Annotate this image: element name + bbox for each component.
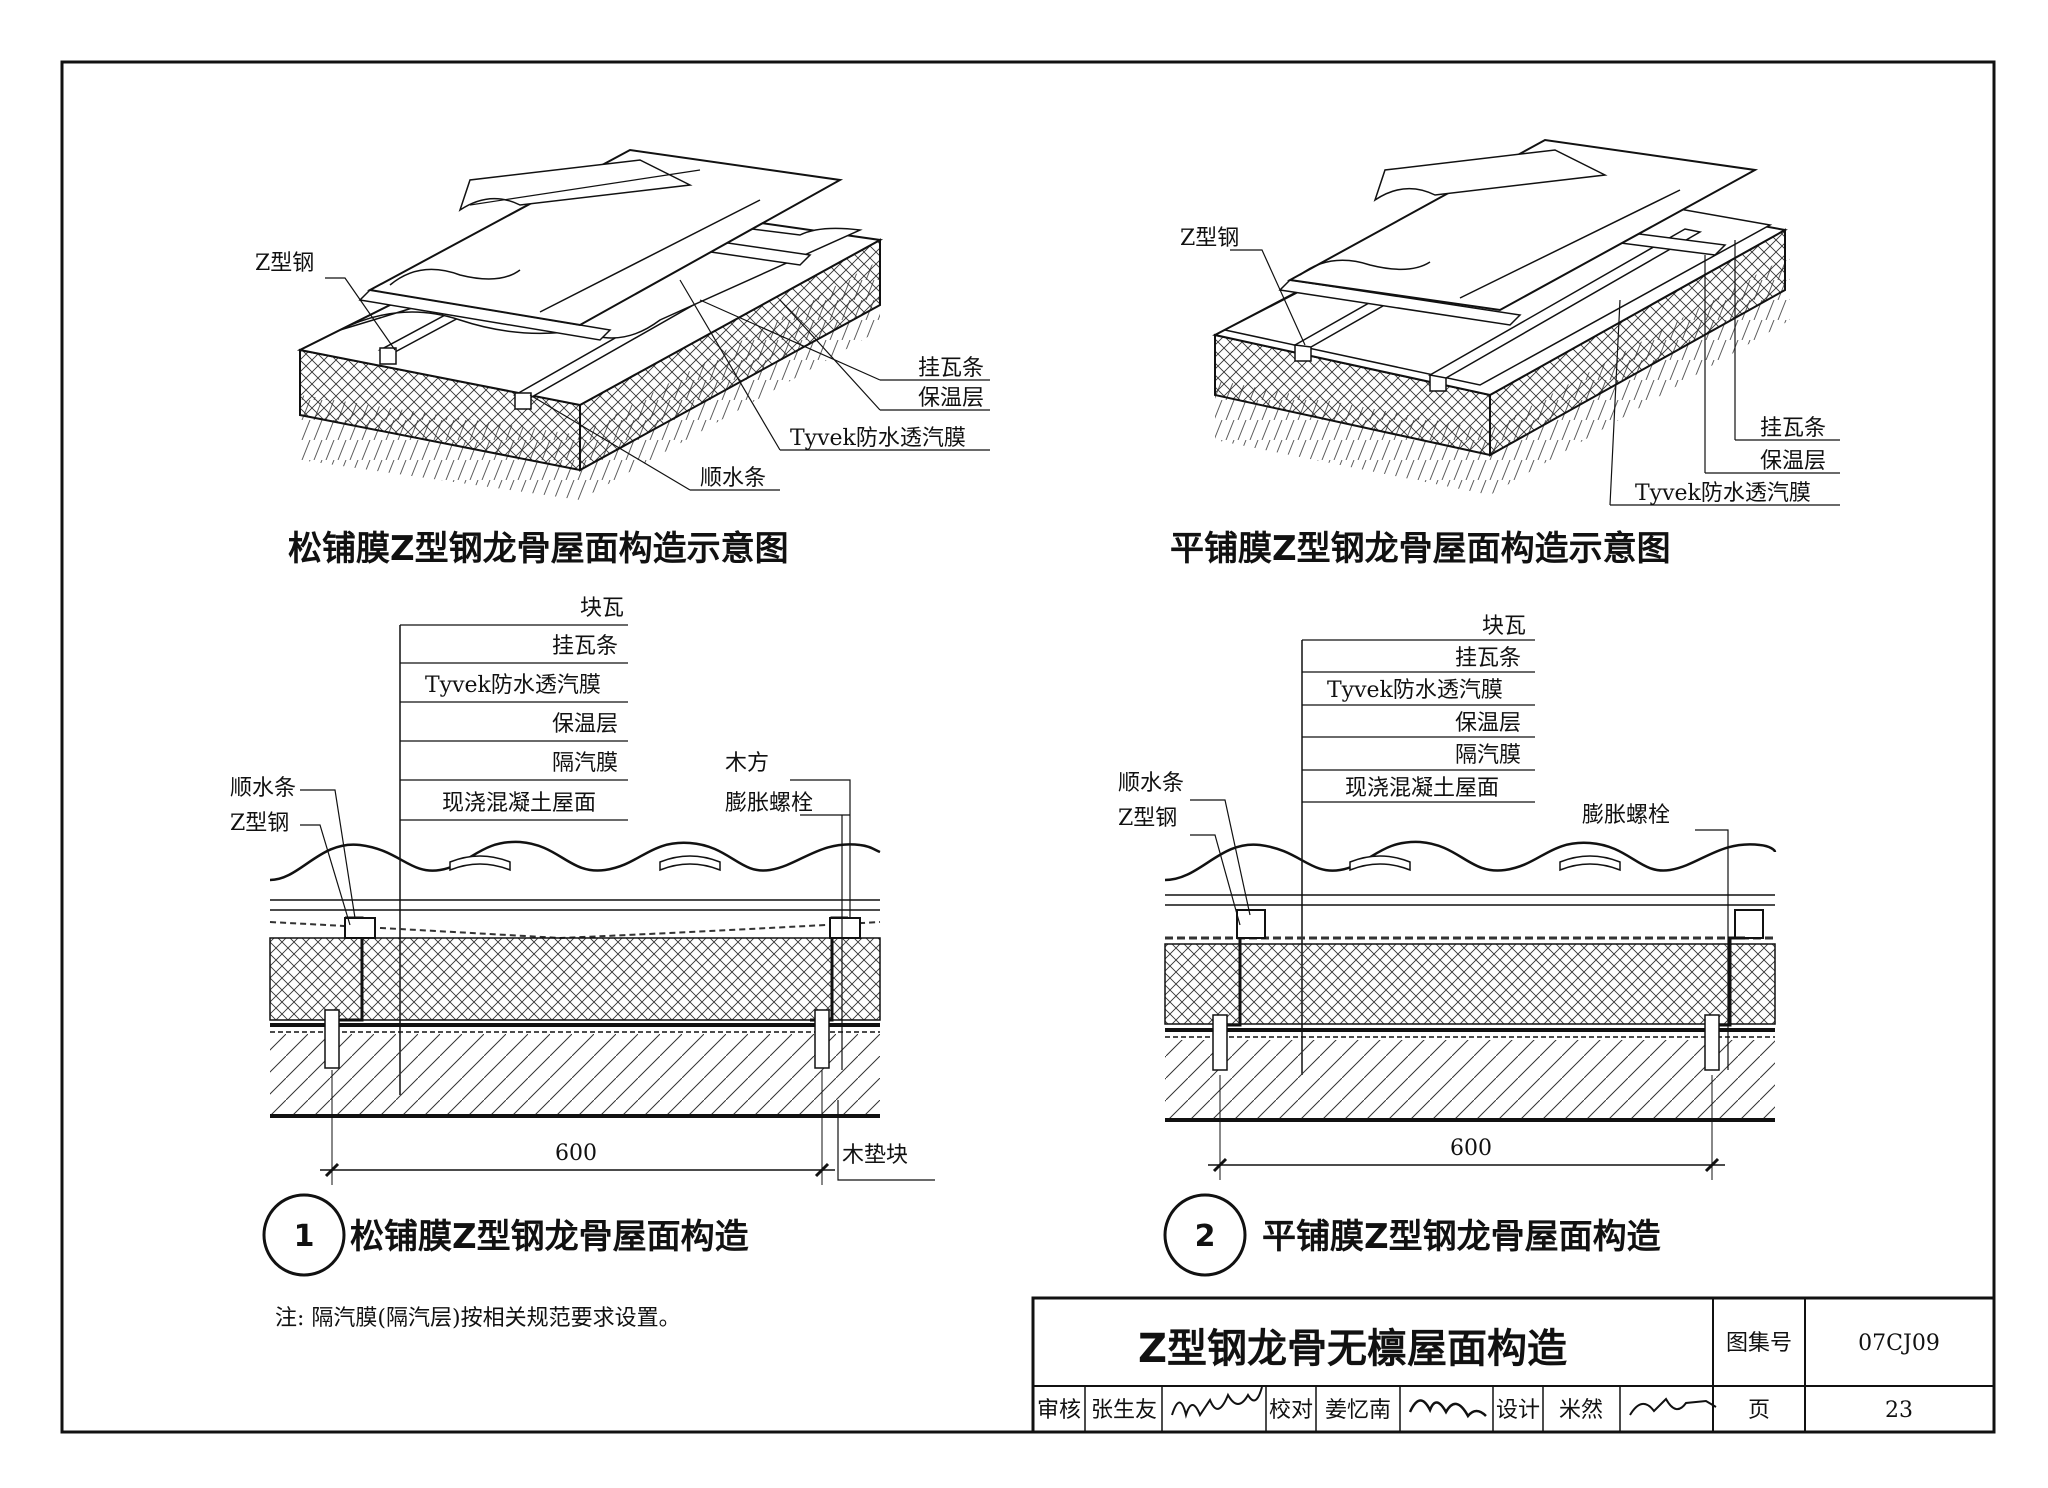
- label-tyvek-tr: Tyvek防水透汽膜: [1635, 481, 1811, 506]
- title-block: [1031, 1296, 1996, 1434]
- d1-layer-5: 现浇混凝土屋面: [442, 791, 596, 816]
- signature-designer: [1629, 1397, 1717, 1416]
- d1-layer-0: 块瓦: [580, 596, 624, 621]
- d1-layer-4: 隔汽膜: [552, 751, 618, 776]
- label-zsteel-tl: Z型钢: [255, 251, 314, 276]
- section-detail-1: [269, 624, 935, 1185]
- d1-number: 1: [294, 1219, 315, 1254]
- section-detail-2: [1164, 639, 1777, 1180]
- concrete-slab: [270, 1034, 880, 1116]
- d2-title: 平铺膜Z型钢龙骨屋面构造: [1262, 1217, 1661, 1257]
- title-top-left: 松铺膜Z型钢龙骨屋面构造示意图: [288, 529, 789, 569]
- iso-loose-membrane: [296, 148, 990, 500]
- d1-title: 松铺膜Z型钢龙骨屋面构造: [350, 1217, 749, 1257]
- d1-left-label-1: Z型钢: [230, 811, 289, 836]
- detail-2-badge: [1163, 1193, 1247, 1277]
- label-insulation-tl: 保温层: [918, 386, 984, 411]
- d1-layer-3: 保温层: [552, 712, 618, 737]
- title-block-title: Z型钢龙骨无檩屋面构造: [1138, 1326, 1567, 1372]
- review-label: 审核: [1037, 1398, 1081, 1423]
- page-number: 23: [1885, 1398, 1913, 1423]
- d1-layer-1: 挂瓦条: [552, 634, 618, 659]
- check-label: 校对: [1269, 1398, 1313, 1423]
- reviewer-name: 张生友: [1091, 1398, 1157, 1423]
- label-zsteel-tr: Z型钢: [1180, 226, 1239, 251]
- atlas-number: 07CJ09: [1858, 1331, 1940, 1356]
- d2-left-label-1: Z型钢: [1118, 806, 1177, 831]
- concrete-slab: [1165, 1040, 1775, 1120]
- d1-pad-label: 木垫块: [842, 1143, 908, 1168]
- title-top-right: 平铺膜Z型钢龙骨屋面构造示意图: [1170, 529, 1671, 569]
- d1-layer-2: Tyvek防水透汽膜: [425, 673, 601, 698]
- d1-dimension: 600: [555, 1141, 597, 1166]
- design-label: 设计: [1496, 1398, 1540, 1423]
- designer-name: 米然: [1559, 1398, 1603, 1423]
- detail-1-badge: [262, 1193, 346, 1277]
- d2-layer-3: 保温层: [1455, 711, 1521, 736]
- d2-left-label-0: 顺水条: [1118, 771, 1184, 796]
- d2-right-label: 膨胀螺栓: [1582, 803, 1670, 828]
- sheet-border: [60, 60, 1996, 1434]
- label-insulation-tr: 保温层: [1760, 449, 1826, 474]
- signature-reviewer: [1171, 1386, 1263, 1419]
- d2-layer-1: 挂瓦条: [1455, 646, 1521, 671]
- iso-flat-membrane: [1212, 138, 1840, 506]
- note-text: 注: 隔汽膜(隔汽层)按相关规范要求设置。: [275, 1306, 681, 1331]
- label-counter-batten-tl: 顺水条: [700, 466, 766, 491]
- d1-right-label-1: 膨胀螺栓: [725, 791, 813, 816]
- label-tyvek-tl: Tyvek防水透汽膜: [790, 426, 966, 451]
- d2-layer-5: 现浇混凝土屋面: [1345, 776, 1499, 801]
- page-label: 页: [1748, 1398, 1770, 1423]
- d2-number: 2: [1195, 1219, 1216, 1254]
- d1-left-label-0: 顺水条: [230, 776, 296, 801]
- signature-checker: [1408, 1399, 1487, 1419]
- d2-layer-2: Tyvek防水透汽膜: [1327, 678, 1503, 703]
- insulation-layer: [1164, 943, 1776, 1025]
- d2-dimension: 600: [1450, 1136, 1492, 1161]
- label-batten-tl: 挂瓦条: [918, 356, 984, 381]
- d1-right-label-0: 木方: [725, 751, 769, 776]
- label-batten-tr: 挂瓦条: [1760, 416, 1826, 441]
- d2-layer-4: 隔汽膜: [1455, 743, 1521, 768]
- atlas-label: 图集号: [1726, 1331, 1792, 1356]
- insulation-layer: [269, 937, 881, 1021]
- d2-layer-0: 块瓦: [1482, 614, 1526, 639]
- checker-name: 姜忆南: [1325, 1398, 1391, 1423]
